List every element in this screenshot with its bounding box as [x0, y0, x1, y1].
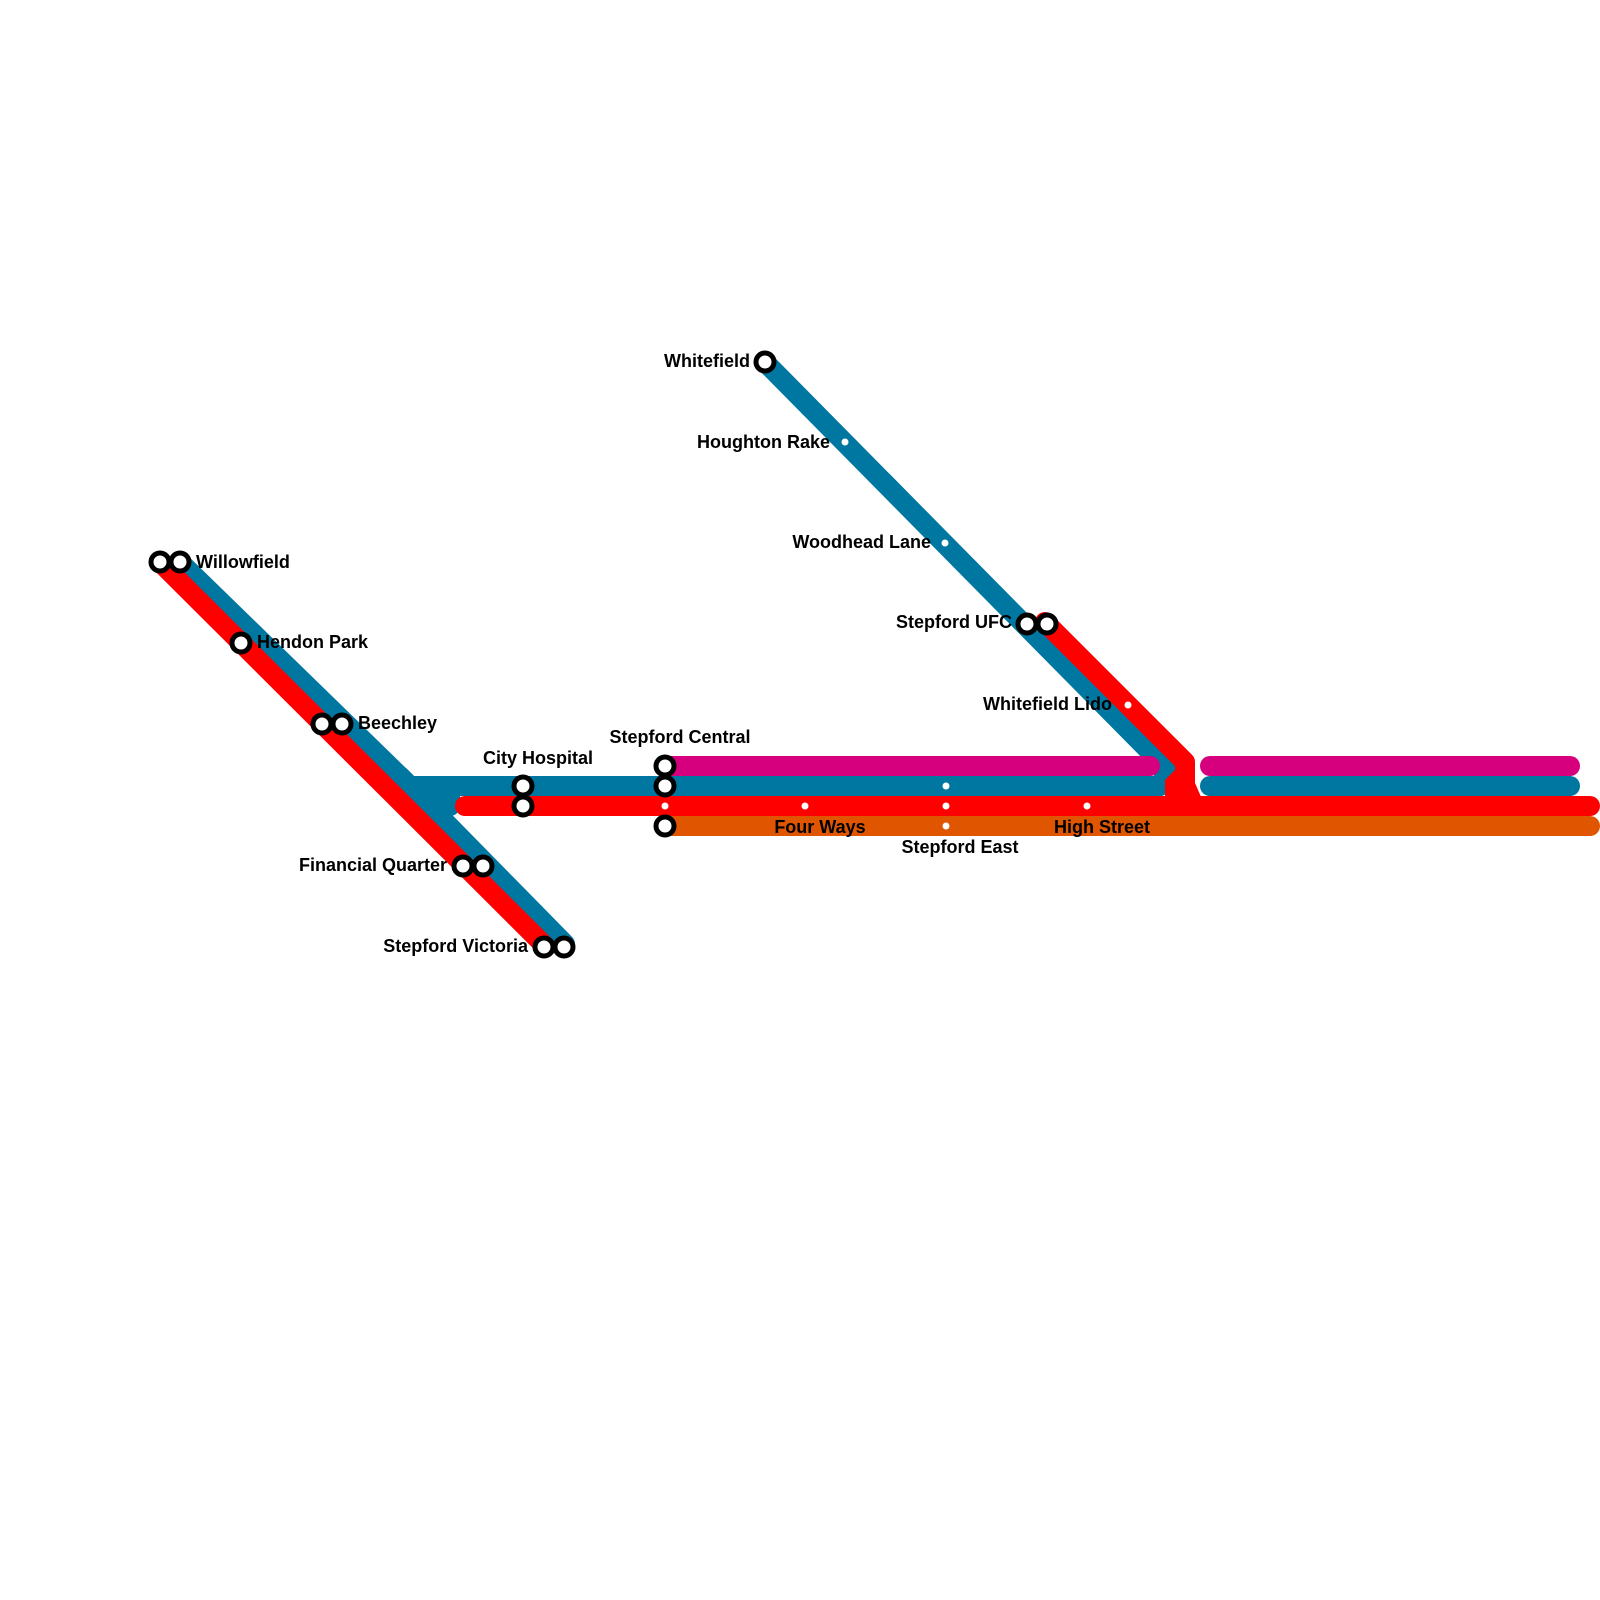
label-woodhead-lane[interactable]: Woodhead Lane: [792, 532, 931, 552]
station-marker-stepford-victoria-red[interactable]: [532, 935, 556, 959]
station-labels: Whitefield Houghton Rake Woodhead Lane S…: [196, 351, 1150, 956]
label-city-hospital[interactable]: City Hospital: [483, 748, 593, 768]
label-financial-quarter[interactable]: Financial Quarter: [299, 855, 447, 875]
label-stepford-central[interactable]: Stepford Central: [609, 727, 750, 747]
label-hendon-park[interactable]: Hendon Park: [257, 632, 369, 652]
label-stepford-ufc[interactable]: Stepford UFC: [896, 612, 1012, 632]
station-dot-four-ways[interactable]: [801, 802, 809, 810]
station-marker-hendon-park[interactable]: [229, 631, 253, 655]
station-marker-financial-quarter-red[interactable]: [451, 854, 475, 878]
station-marker-beechley-blue[interactable]: [330, 712, 354, 736]
label-stepford-east[interactable]: Stepford East: [901, 837, 1018, 857]
station-marker-willowfield-red[interactable]: [148, 550, 172, 574]
blue-line-west-branch: [170, 552, 460, 816]
station-marker-city-hospital-red[interactable]: [511, 794, 535, 818]
station-dot-woodhead-lane[interactable]: [941, 539, 949, 547]
red-line-junction: [1165, 760, 1205, 806]
route-lines: [150, 352, 1600, 956]
station-marker-financial-quarter-blue[interactable]: [471, 854, 495, 878]
station-marker-beechley-red[interactable]: [310, 712, 334, 736]
red-line-diagonal: [150, 552, 555, 956]
label-beechley[interactable]: Beechley: [358, 713, 437, 733]
station-dot-whitefield-lido[interactable]: [1124, 701, 1132, 709]
station-dots: [661, 438, 1132, 830]
blue-line-north-branch: [755, 352, 1178, 796]
station-marker-city-hospital-blue[interactable]: [511, 774, 535, 798]
station-dot-houghton-rake[interactable]: [841, 438, 849, 446]
station-marker-stepford-ufc-red[interactable]: [1035, 612, 1059, 636]
station-marker-stepford-central-magenta[interactable]: [653, 754, 677, 778]
label-high-street[interactable]: High Street: [1054, 817, 1150, 837]
station-marker-willowfield-blue[interactable]: [168, 550, 192, 574]
station-dot-stepford-east-orange[interactable]: [942, 822, 950, 830]
label-stepford-victoria[interactable]: Stepford Victoria: [383, 936, 529, 956]
station-dot-stepford-central-red[interactable]: [661, 802, 669, 810]
label-whitefield[interactable]: Whitefield: [664, 351, 750, 371]
label-houghton-rake[interactable]: Houghton Rake: [697, 432, 830, 452]
station-marker-stepford-central-blue[interactable]: [653, 774, 677, 798]
station-dot-stepford-east-blue[interactable]: [942, 782, 950, 790]
station-marker-stepford-ufc-blue[interactable]: [1015, 612, 1039, 636]
station-markers: [148, 350, 1059, 959]
station-marker-whitefield[interactable]: [753, 350, 777, 374]
label-whitefield-lido[interactable]: Whitefield Lido: [983, 694, 1112, 714]
station-dot-high-street[interactable]: [1083, 802, 1091, 810]
station-marker-stepford-central-orange[interactable]: [653, 814, 677, 838]
label-four-ways[interactable]: Four Ways: [774, 817, 865, 837]
label-willowfield[interactable]: Willowfield: [196, 552, 290, 572]
station-marker-stepford-victoria-blue[interactable]: [552, 935, 576, 959]
station-dot-stepford-east-red[interactable]: [942, 802, 950, 810]
